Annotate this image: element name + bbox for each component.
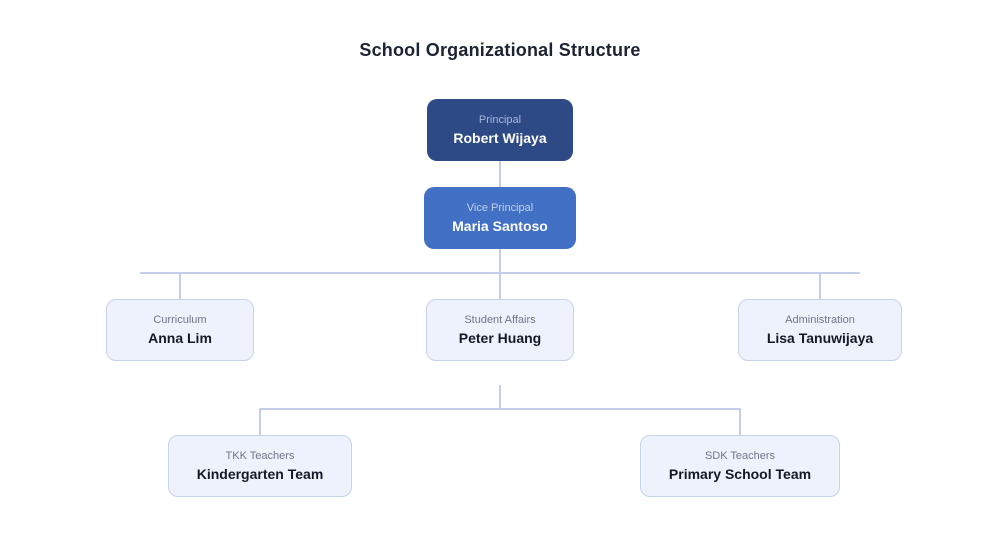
org-node-principal[interactable]: Principal Robert Wijaya: [427, 99, 573, 161]
node-role-label: Curriculum: [153, 314, 207, 326]
connector-drop-curriculum: [179, 272, 181, 299]
node-role-label: Administration: [785, 314, 855, 326]
node-role-label: Student Affairs: [464, 314, 536, 326]
node-person-name: Primary School Team: [668, 466, 812, 482]
org-node-student-affairs[interactable]: Student Affairs Peter Huang: [426, 299, 574, 361]
connector-drop-tkk: [259, 408, 261, 435]
org-node-sdk-teachers[interactable]: SDK Teachers Primary School Team: [640, 435, 840, 497]
org-node-curriculum[interactable]: Curriculum Anna Lim: [106, 299, 254, 361]
node-role-label: Vice Principal: [466, 202, 534, 214]
node-role-label: TKK Teachers: [225, 450, 295, 462]
chart-title: School Organizational Structure: [359, 40, 641, 60]
connector-vp-down: [499, 249, 501, 299]
org-node-tkk-teachers[interactable]: TKK Teachers Kindergarten Team: [168, 435, 352, 497]
org-node-vice-principal[interactable]: Vice Principal Maria Santoso: [424, 187, 576, 249]
connector-student-affairs-down: [499, 385, 501, 409]
node-person-name: Robert Wijaya: [453, 130, 547, 146]
connector-level3-horizontal: [140, 272, 860, 274]
node-role-label: SDK Teachers: [704, 450, 776, 462]
node-person-name: Kindergarten Team: [196, 466, 324, 482]
node-person-name: Anna Lim: [148, 330, 212, 346]
connector-drop-sdk: [739, 408, 741, 435]
node-person-name: Lisa Tanuwijaya: [766, 330, 874, 346]
node-person-name: Peter Huang: [458, 330, 542, 346]
node-person-name: Maria Santoso: [452, 218, 548, 234]
connector-level4-horizontal: [259, 408, 741, 410]
connector-principal-to-vp: [499, 161, 501, 187]
node-role-label: Principal: [478, 114, 522, 126]
connector-drop-administration: [819, 272, 821, 299]
org-node-administration[interactable]: Administration Lisa Tanuwijaya: [738, 299, 902, 361]
